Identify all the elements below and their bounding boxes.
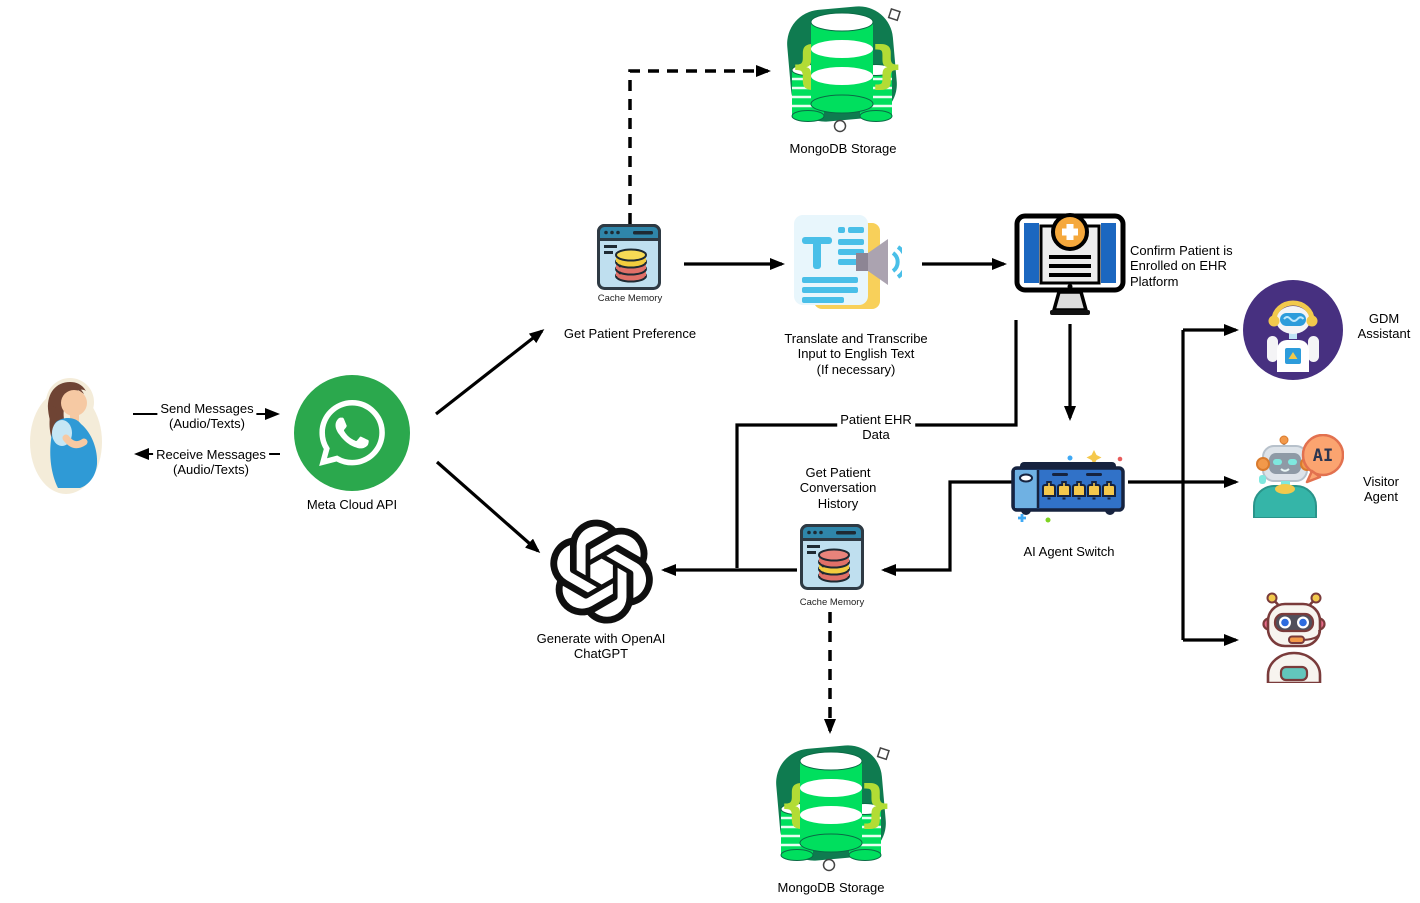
gdm-assistant-icon (1243, 280, 1343, 380)
ehr-monitor-icon (1014, 213, 1126, 315)
meta-cloud-api-node (294, 375, 410, 491)
patient-node (28, 376, 108, 499)
translate-transcribe-icon (794, 215, 908, 309)
edge-whatsapp-to-openai (435, 460, 541, 553)
openai-label: Generate with OpenAI ChatGPT (536, 631, 666, 662)
get-patient-preference-label: Get Patient Preference (563, 326, 697, 341)
ai-agent-switch-icon (1011, 450, 1125, 523)
patient-ehr-data-label: Patient EHR Data (837, 412, 915, 443)
get-conversation-history-label: Get Patient Conversation History (799, 465, 877, 511)
visitor-agent-node: AI (1246, 433, 1345, 523)
edge-whatsapp-to-preference (435, 329, 545, 416)
svg-text:AI: AI (1313, 446, 1333, 466)
visitor-agent-icon: AI (1253, 433, 1345, 519)
cache-memory-icon (800, 524, 864, 590)
mongodb-storage-top-label: MongoDB Storage (789, 141, 897, 156)
gdm-assistant-node (1243, 280, 1343, 385)
send-messages-label: Send Messages (Audio/Texts) (157, 401, 257, 432)
ehr-node (1014, 208, 1126, 329)
cache-memory-top-caption: Cache Memory (597, 293, 663, 304)
mongodb-storage-top-node (777, 2, 907, 145)
cache-memory-bottom-node (800, 524, 864, 595)
mongodb-storage-bottom-node (766, 741, 896, 884)
mongodb-icon (772, 741, 895, 872)
ai-agent-switch-node (1008, 448, 1128, 529)
mongodb-icon (783, 2, 906, 133)
translate-label: Translate and Transcribe Input to Englis… (784, 331, 928, 377)
chatbot-node (1256, 591, 1332, 688)
mongodb-storage-bottom-label: MongoDB Storage (777, 880, 885, 895)
gdm-assistant-label: GDM Assistant (1357, 311, 1411, 342)
meta-cloud-api-label: Meta Cloud API (306, 497, 398, 512)
whatsapp-icon (319, 400, 385, 466)
openai-node (547, 517, 657, 632)
translate-node (790, 213, 908, 320)
cache-memory-icon (597, 224, 661, 290)
ai-agent-switch-label: AI Agent Switch (1023, 544, 1115, 559)
edge-switch-to-cache (881, 480, 1013, 576)
cache-memory-top-node (597, 224, 661, 295)
edge-cache-to-mongodb-top (628, 65, 771, 224)
pregnant-woman-icon (30, 378, 102, 494)
ehr-label: Confirm Patient is Enrolled on EHR Platf… (1130, 243, 1233, 289)
openai-icon (550, 519, 653, 624)
receive-messages-label: Receive Messages (Audio/Texts) (153, 447, 269, 478)
chatbot-icon (1262, 592, 1326, 685)
cache-memory-bottom-caption: Cache Memory (799, 597, 865, 608)
visitor-agent-label: Visitor Agent (1363, 474, 1399, 505)
